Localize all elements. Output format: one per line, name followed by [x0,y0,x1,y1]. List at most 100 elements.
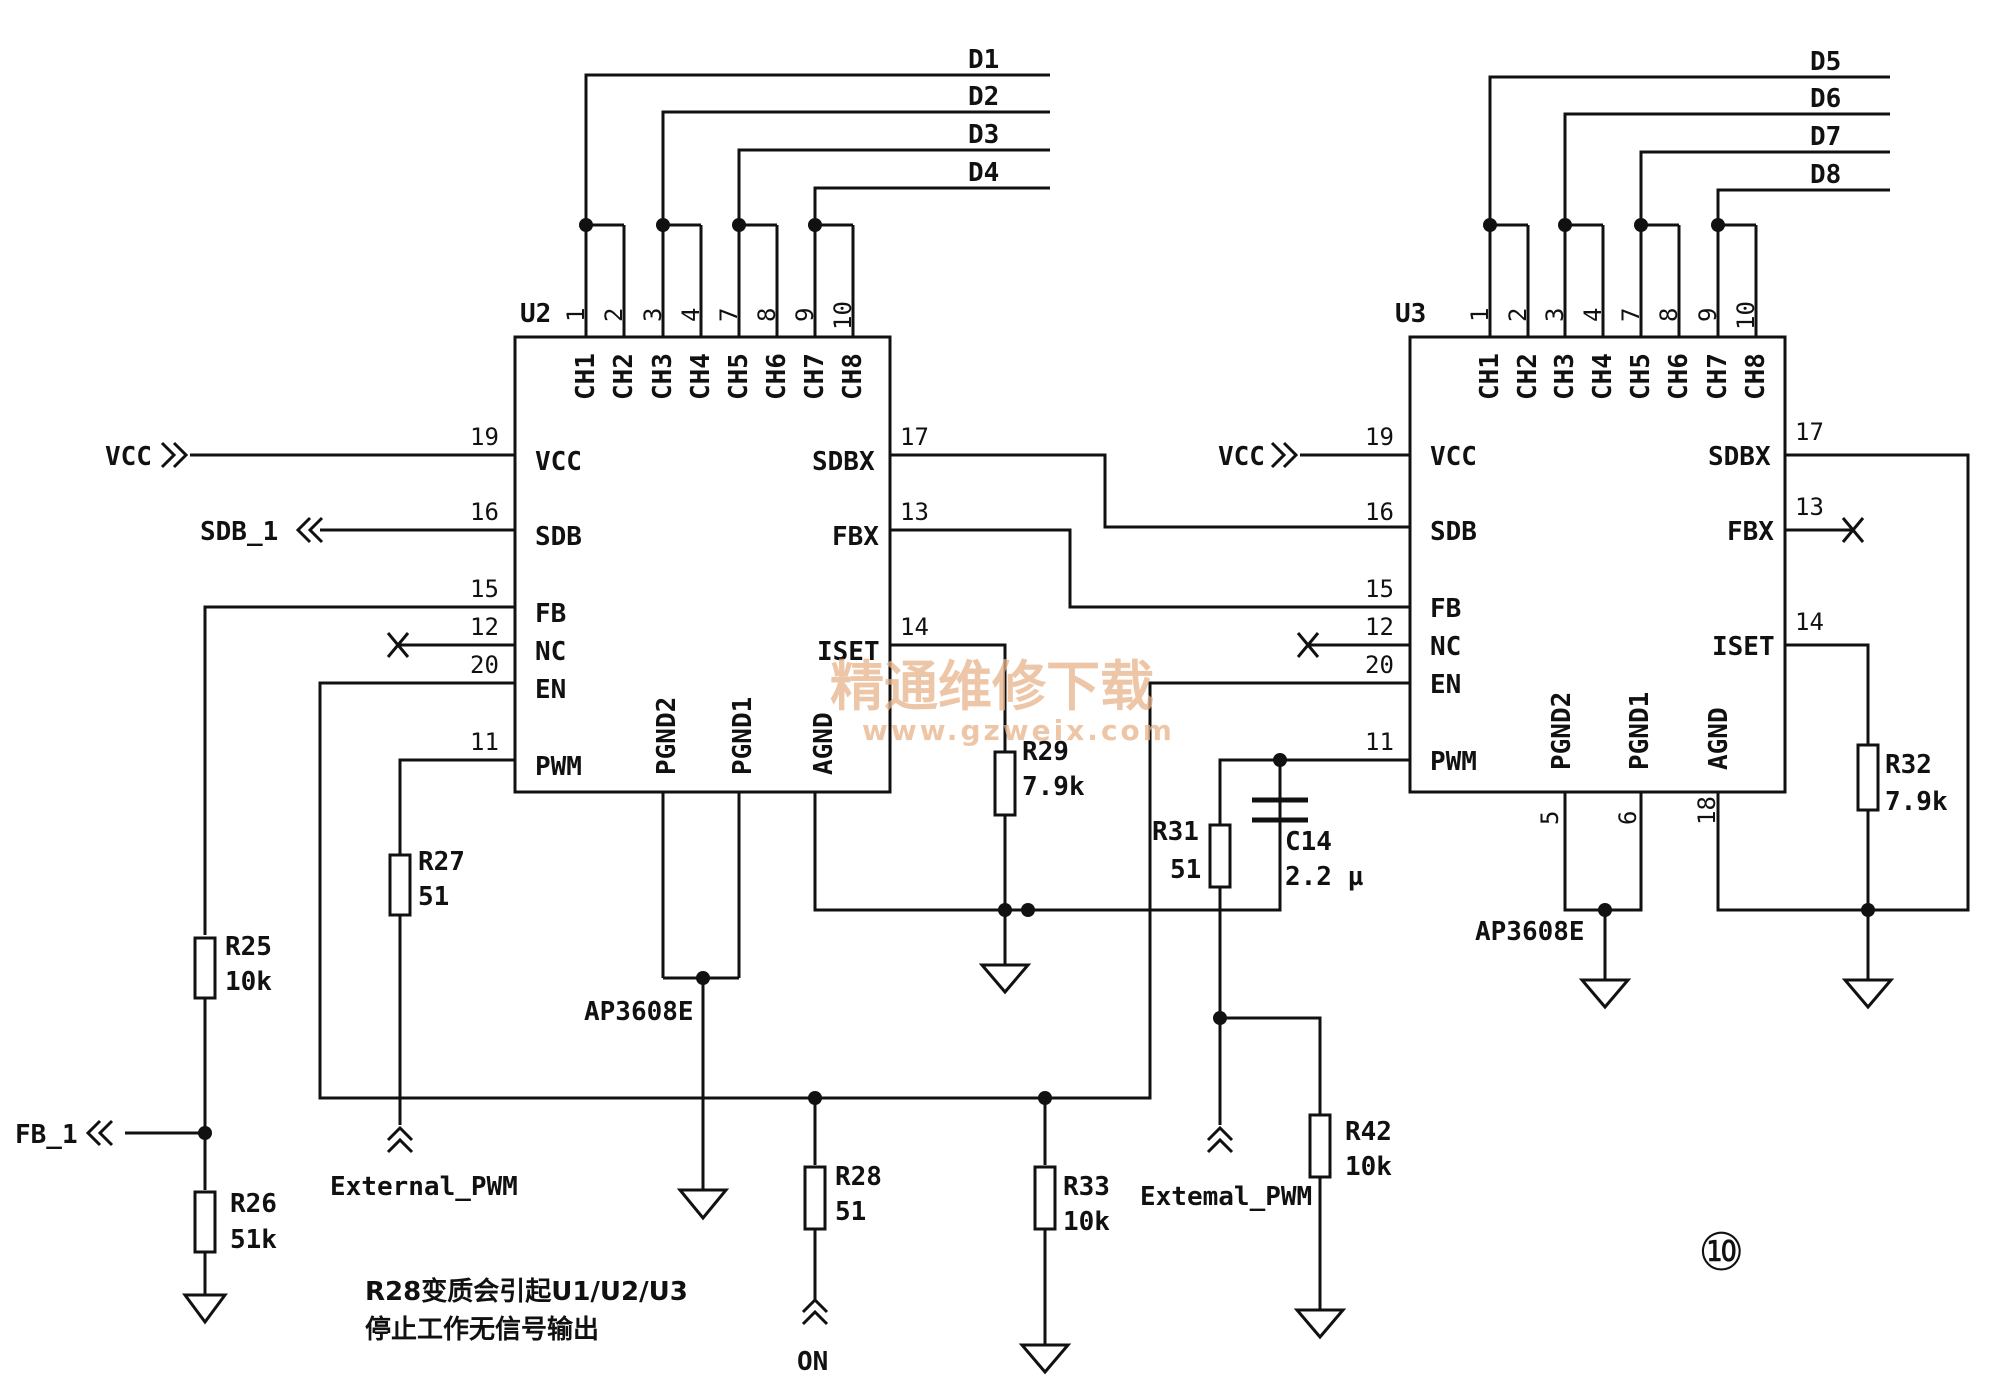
resistor-r27: R27 51 [388,847,465,917]
resistor-r42: R42 10k [1308,1113,1392,1182]
pin-name: VCC [1430,442,1477,472]
pin-number: 7 [715,308,743,322]
net-label-d6: D6 [1810,84,1841,114]
net-label-d8: D8 [1810,160,1841,190]
u2-left-pins: 19 VCC 16 SDB 15 FB 12 NC 20 EN 11 PWM [470,423,582,782]
pin-name: CH6 [762,353,792,400]
wires [125,453,1970,1345]
ground-icon [676,1188,730,1221]
resistor-r25: R25 10k [193,932,272,1000]
junction [1711,218,1725,232]
pin-name: CH4 [686,353,716,400]
net-label-sdb1: SDB_1 [200,517,278,547]
pin-number: 4 [677,308,705,322]
junction [656,218,670,232]
junction [579,218,593,232]
u3-body [1408,335,1787,794]
pin-name: AGND [809,712,839,775]
pin-name: CH1 [571,353,601,400]
r33-ref: R33 [1063,1172,1110,1202]
pin-name: NC [1430,632,1461,662]
r26-value: 51k [230,1225,277,1255]
port-external-pwm-left: External_PWM [330,1125,518,1202]
pin-number: 15 [470,575,499,603]
u2-bottom-pins: PGND2 PGND1 AGND [652,697,839,775]
pin-name: PGND2 [652,697,682,775]
r26-body [193,1190,217,1254]
pin-number: 13 [900,498,929,526]
pin-number: 20 [470,651,499,679]
u2-top-pin-names: CH1 CH2 CH3 CH4 CH5 CH6 CH7 CH8 [571,353,868,400]
resistor-r28: R28 51 [803,1162,882,1231]
net-label-external-pwm: Extemal_PWM [1140,1182,1312,1212]
r27-value: 51 [418,882,449,912]
pin-number: 17 [1795,418,1824,446]
pin-number: 3 [639,308,667,322]
port-on: ON [797,1297,829,1377]
junction [1634,218,1648,232]
net-label-vcc: VCC [105,442,152,472]
watermark-text: 精通维修下载 [830,655,1154,718]
r32-ref: R32 [1885,750,1932,780]
pin-number: 1 [1466,308,1494,322]
pin-name: CH6 [1664,353,1694,400]
resistor-r32: R32 7.9k [1856,743,1948,817]
net-label-d1: D1 [968,45,999,75]
r42-body [1308,1113,1332,1179]
u3-top-pin-numbers: 1 2 3 4 7 8 9 10 [1466,301,1760,330]
u2-top-pin-numbers: 1 2 3 4 7 8 9 10 [562,301,857,330]
pin-name: FB [535,599,566,629]
pin-number: 15 [1365,575,1394,603]
resistor-r26: R26 51k [193,1189,277,1255]
pin-name: FBX [1727,517,1774,547]
port-external-pwm-right: Extemal_PWM [1140,1125,1312,1212]
pin-name: ISET [1712,632,1775,662]
port-arrow-icon [85,1119,114,1147]
net-label-d5: D5 [1810,47,1841,77]
r29-value: 7.9k [1022,772,1085,802]
junction [732,218,746,232]
pin-name: SDB [1430,517,1477,547]
port-arrow-icon [386,1125,414,1154]
net-label-external-pwm: External_PWM [330,1172,518,1202]
pin-name: PWM [535,752,582,782]
pin-name: EN [1430,670,1461,700]
net-label-d7: D7 [1810,122,1841,152]
port-sdb1: SDB_1 [200,516,324,547]
junctions [198,753,1875,1140]
port-fb1: FB_1 [15,1119,114,1150]
ground-icon [1841,978,1895,1010]
note-line-2: 停止工作无信号输出 [365,1314,599,1345]
pin-name: PWM [1430,747,1477,777]
ground-icon [1293,1308,1347,1340]
pin-number: 10 [829,301,857,330]
port-arrow-icon [801,1297,829,1326]
no-connect-icon [1841,517,1865,543]
pin-name: NC [535,637,566,667]
resistor-r33: R33 10k [1033,1165,1110,1237]
r26-ref: R26 [230,1189,277,1219]
r29-body [993,750,1017,817]
r31-body [1208,823,1232,889]
port-vcc-left: VCC [105,441,189,472]
port-vcc-right: VCC [1218,441,1299,472]
pin-number: 16 [1365,498,1394,526]
pin-number: 20 [1365,651,1394,679]
ground-symbols [182,963,1895,1375]
u3-bottom-pins: PGND2 PGND1 AGND 5 6 18 [1536,692,1734,825]
net-label-d3: D3 [968,120,999,150]
capacitor-c14: C14 2.2 µ [1252,797,1364,892]
pin-number: 14 [900,613,929,641]
no-connect-icon [386,632,410,658]
resistor-r29: R29 7.9k [993,737,1085,817]
note: R28变质会引起U1/U2/U3 停止工作无信号输出 [365,1276,688,1345]
port-arrow-icon [295,516,324,544]
no-connect-marks [386,517,1865,658]
pin-number: 12 [1365,613,1394,641]
r25-body [193,936,217,1000]
pin-name: FB [1430,594,1461,624]
r29-ref: R29 [1022,737,1069,767]
pin-name: CH7 [800,353,830,400]
pin-name: CH2 [1513,353,1543,400]
r42-value: 10k [1345,1152,1392,1182]
